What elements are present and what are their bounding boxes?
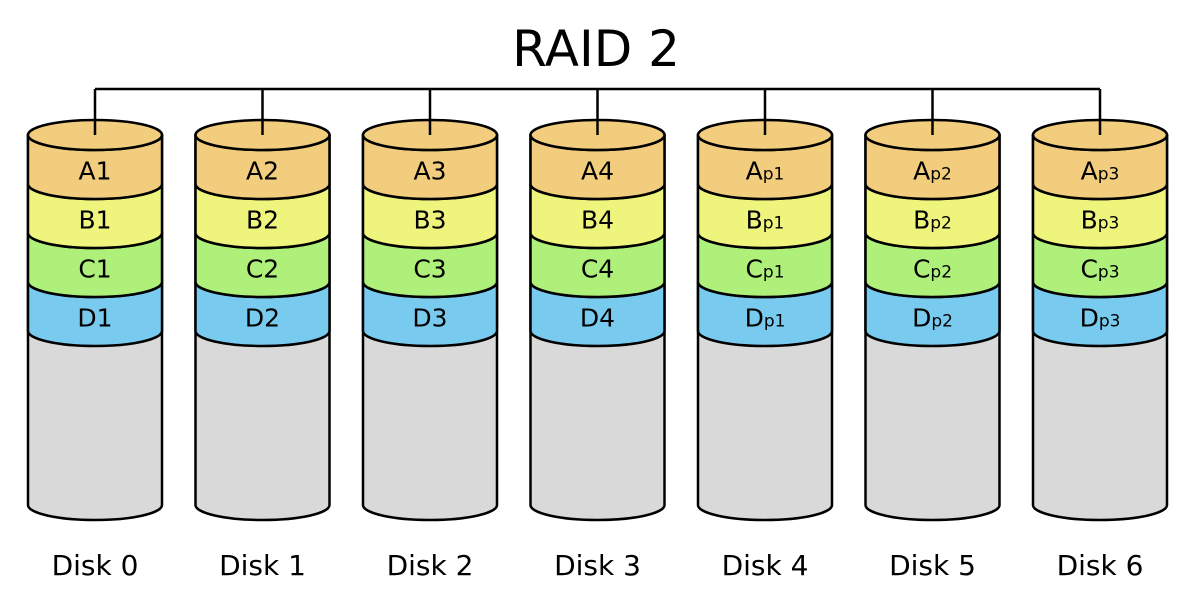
block-name: D4 xyxy=(580,304,615,333)
block-label: Dp1 xyxy=(745,304,786,333)
block-label: D1 xyxy=(77,304,112,333)
block-label: Cp2 xyxy=(913,255,952,284)
parity-index: p3 xyxy=(1099,312,1121,332)
block-name: B xyxy=(746,206,763,235)
block-name: B xyxy=(913,206,930,235)
disk-label: Disk 5 xyxy=(889,549,976,582)
block-label: Ap2 xyxy=(913,157,952,186)
block-label: C4 xyxy=(581,255,614,284)
block-name: D xyxy=(745,304,764,333)
disk-label: Disk 4 xyxy=(722,549,809,582)
block-label: Bp3 xyxy=(1081,206,1120,235)
disk-label: Disk 2 xyxy=(387,549,474,582)
block-label: Dp3 xyxy=(1080,304,1121,333)
disk-label: Disk 3 xyxy=(554,549,641,582)
parity-index: p1 xyxy=(763,214,785,234)
disk-label: Disk 6 xyxy=(1057,549,1144,582)
block-name: A xyxy=(913,157,930,186)
block-name: A3 xyxy=(413,157,446,186)
block-name: A xyxy=(746,157,763,186)
block-name: B xyxy=(1081,206,1098,235)
block-name: D2 xyxy=(245,304,280,333)
block-label: A3 xyxy=(413,157,446,186)
block-label: Ap3 xyxy=(1081,157,1120,186)
block-label: B3 xyxy=(413,206,446,235)
block-name: A1 xyxy=(78,157,111,186)
block-name: C4 xyxy=(581,255,614,284)
parity-index: p2 xyxy=(930,263,952,283)
disk-label: Disk 1 xyxy=(219,549,306,582)
block-name: D xyxy=(912,304,931,333)
block-label: B1 xyxy=(78,206,111,235)
block-label: A2 xyxy=(246,157,279,186)
block-label: C2 xyxy=(246,255,279,284)
parity-index: p1 xyxy=(764,312,786,332)
disk-label: Disk 0 xyxy=(52,549,139,582)
block-label: A4 xyxy=(581,157,614,186)
block-label: D2 xyxy=(245,304,280,333)
block-name: C xyxy=(1080,255,1097,284)
block-name: D1 xyxy=(77,304,112,333)
block-label: D4 xyxy=(580,304,615,333)
block-name: B3 xyxy=(413,206,446,235)
parity-index: p3 xyxy=(1098,263,1120,283)
block-name: C3 xyxy=(413,255,446,284)
block-name: C xyxy=(913,255,930,284)
block-name: B4 xyxy=(581,206,614,235)
block-label: Cp1 xyxy=(745,255,784,284)
parity-index: p1 xyxy=(763,165,785,185)
parity-index: p2 xyxy=(931,312,953,332)
block-label: A1 xyxy=(78,157,111,186)
block-name: A4 xyxy=(581,157,614,186)
block-label: D3 xyxy=(412,304,447,333)
parity-index: p2 xyxy=(930,214,952,234)
block-label: Bp2 xyxy=(913,206,952,235)
block-name: A xyxy=(1081,157,1098,186)
block-name: B2 xyxy=(246,206,279,235)
block-label: B2 xyxy=(246,206,279,235)
block-label: Bp1 xyxy=(746,206,785,235)
parity-index: p3 xyxy=(1098,214,1120,234)
block-name: A2 xyxy=(246,157,279,186)
parity-index: p3 xyxy=(1098,165,1120,185)
block-label: Dp2 xyxy=(912,304,953,333)
parity-index: p2 xyxy=(930,165,952,185)
block-label: C3 xyxy=(413,255,446,284)
block-name: C xyxy=(745,255,762,284)
block-name: D xyxy=(1080,304,1099,333)
parity-index: p1 xyxy=(763,263,785,283)
block-label: C1 xyxy=(78,255,111,284)
block-name: C2 xyxy=(246,255,279,284)
diagram-title: RAID 2 xyxy=(512,20,680,78)
block-name: C1 xyxy=(78,255,111,284)
block-label: Cp3 xyxy=(1080,255,1119,284)
block-label: B4 xyxy=(581,206,614,235)
block-name: B1 xyxy=(78,206,111,235)
block-name: D3 xyxy=(412,304,447,333)
block-label: Ap1 xyxy=(746,157,785,186)
